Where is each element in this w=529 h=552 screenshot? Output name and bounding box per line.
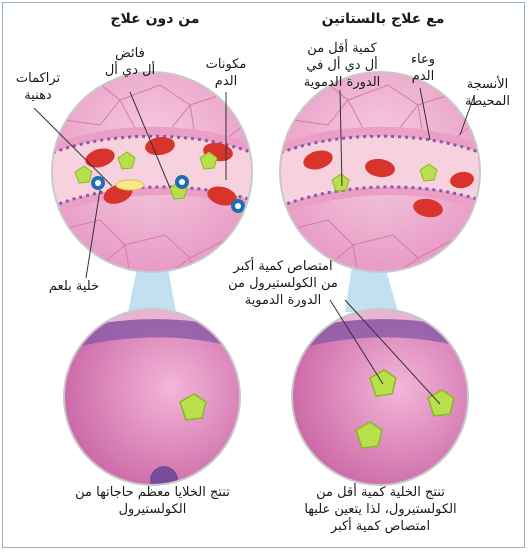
circle-without-treatment — [52, 72, 252, 272]
figure-frame — [2, 2, 525, 548]
cell-without-treatment — [64, 309, 240, 485]
cell-with-statins-border — [291, 308, 469, 486]
cell-without-treatment-border — [63, 308, 241, 486]
caption-right: تنتج الخلية كمية أقل من الكولستيرول، لذا… — [304, 485, 457, 534]
label-macrophage: خلية بلعم — [48, 279, 100, 294]
label-more-uptake: امتصاص كمية أكبر من الكولستيرول من الدور… — [228, 259, 338, 308]
header-without-treatment: من دون علاج — [110, 11, 200, 27]
label-surrounding-tissue: الأنسجة المحيطة — [464, 77, 511, 109]
cell-with-statins — [292, 309, 468, 485]
circle-with-statins — [280, 72, 480, 272]
caption-left: تنتج الخلايا معظم حاجاتها من الكولستيرول — [75, 485, 230, 517]
leader-lines — [33, 87, 475, 405]
label-fatty-deposits: تراكمات دهنية — [15, 71, 61, 103]
label-less-ldl: كمية أقل من أل دي أل في الدورة الدموية — [303, 41, 381, 90]
label-excess-ldl: فائض أل دي أل — [104, 46, 156, 78]
circle-without-treatment-border — [51, 71, 253, 273]
header-with-statins: مع علاج بالستاتين — [321, 11, 445, 27]
circle-with-statins-border — [279, 71, 481, 273]
label-blood-vessel: وعاء الدم — [410, 52, 436, 84]
label-blood-components: مكونات الدم — [205, 57, 247, 89]
